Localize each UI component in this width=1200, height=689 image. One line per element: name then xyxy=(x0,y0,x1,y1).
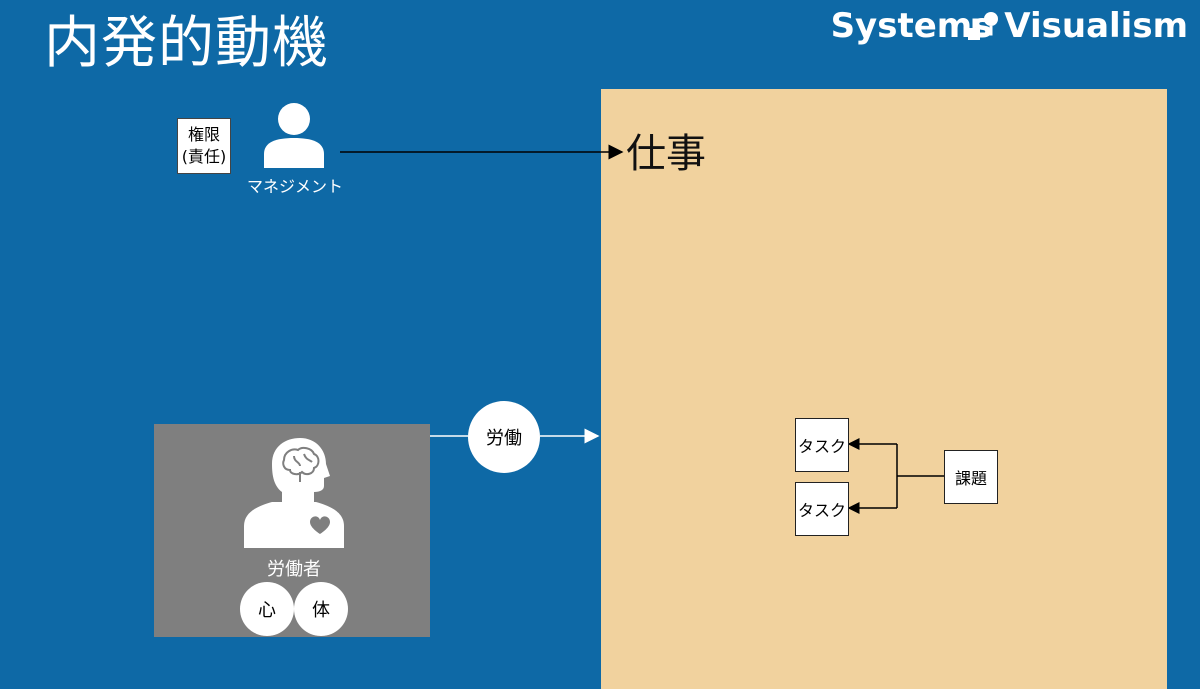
brand-logo: Systems Visualism xyxy=(831,6,1188,46)
authority-line1: 権限 xyxy=(187,125,220,144)
task-node: タスク xyxy=(795,482,849,536)
task-node: タスク xyxy=(795,418,849,472)
labor-node: 労働 xyxy=(468,401,540,473)
brand-mark-icon xyxy=(968,12,998,40)
body-node: 体 xyxy=(294,582,348,636)
brand-text: Systems Visualism xyxy=(830,6,1188,46)
person-icon xyxy=(264,103,324,168)
authority-line2: (責任) xyxy=(181,147,227,166)
work-area xyxy=(601,89,1167,689)
connector-lines xyxy=(340,144,944,514)
authority-badge: 権限 (責任) xyxy=(177,118,231,174)
heart-node: 心 xyxy=(240,582,294,636)
brain-icon xyxy=(282,446,320,482)
heart-icon xyxy=(310,516,330,534)
page-title: 内発的動機 xyxy=(44,11,329,76)
worker-label: 労働者 xyxy=(267,559,321,580)
worker-icon xyxy=(244,438,344,548)
issue-node: 課題 xyxy=(944,450,998,504)
work-label: 仕事 xyxy=(626,131,706,177)
management-label: マネジメント xyxy=(246,177,343,196)
